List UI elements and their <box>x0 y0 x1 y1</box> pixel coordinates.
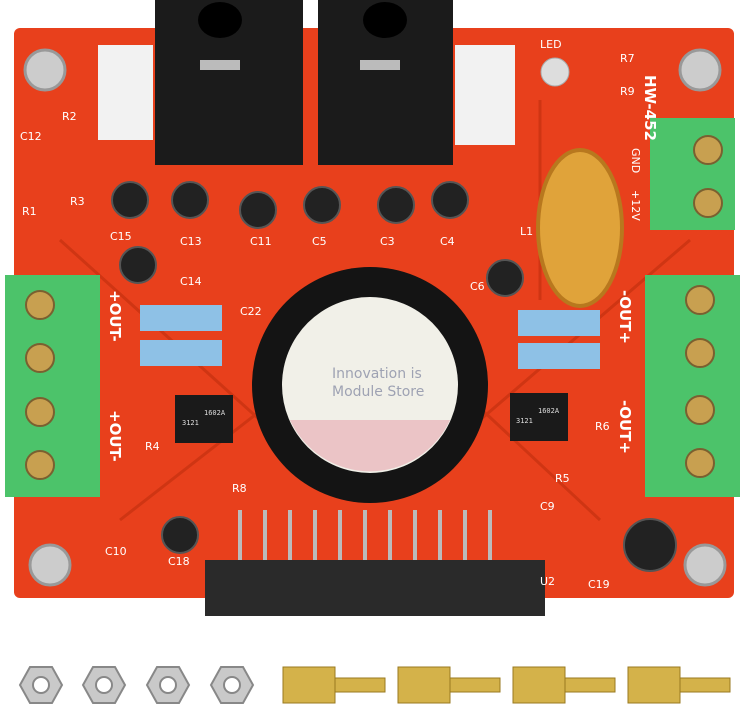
svg-text:L1: L1 <box>520 225 533 238</box>
svg-text:R9: R9 <box>620 85 635 98</box>
electrolytic-capacitors <box>111 181 677 572</box>
ic-label: 1602A <box>204 409 226 417</box>
svg-text:R2: R2 <box>62 110 77 123</box>
ic-label: 1602A <box>538 407 560 415</box>
svg-text:C18: C18 <box>168 555 190 568</box>
led <box>540 57 570 87</box>
svg-text:R4: R4 <box>145 440 160 453</box>
ic-code: 3121 <box>182 419 199 427</box>
svg-text:C10: C10 <box>105 545 127 558</box>
svg-text:C4: C4 <box>440 235 455 248</box>
amplifier-ic <box>205 560 545 616</box>
label-led: LED <box>540 38 562 51</box>
connector <box>455 45 515 145</box>
watermark-line2: Module Store <box>332 384 424 400</box>
svg-text:C19: C19 <box>588 578 610 591</box>
svg-text:C3: C3 <box>380 235 395 248</box>
terminal-screws <box>25 135 723 480</box>
svg-text:C11: C11 <box>250 235 272 248</box>
label-gnd: GND <box>629 148 642 173</box>
watermark-line1: Innovation is <box>332 366 422 382</box>
svg-text:C15: C15 <box>110 230 132 243</box>
label-out-right-bottom: -OUT+ <box>616 400 634 454</box>
svg-text:R1: R1 <box>22 205 37 218</box>
connector <box>98 45 153 140</box>
svg-text:C22: C22 <box>240 305 262 318</box>
svg-text:C14: C14 <box>180 275 202 288</box>
svg-text:R8: R8 <box>232 482 247 495</box>
svg-text:R6: R6 <box>595 420 610 433</box>
film-capacitors <box>140 305 600 369</box>
inductor-l1 <box>536 148 624 308</box>
mounting-holes <box>23 48 727 587</box>
svg-text:C5: C5 <box>312 235 327 248</box>
component-labels: R7 R9 C12 R2 R1 R3 C15 C13 C11 C5 C3 C4 … <box>20 52 635 591</box>
label-out-right-top: -OUT+ <box>616 290 634 344</box>
label-out-left-top: +OUT- <box>106 290 124 342</box>
svg-text:R7: R7 <box>620 52 635 65</box>
label-12v: +12V <box>629 190 642 221</box>
svg-text:C12: C12 <box>20 130 42 143</box>
svg-text:C9: C9 <box>540 500 555 513</box>
ic-left <box>175 395 233 443</box>
ic-code: 3121 <box>516 417 533 425</box>
label-out-left-bottom: +OUT- <box>106 410 124 462</box>
terminal-power <box>650 118 735 230</box>
svg-text:U2: U2 <box>540 575 555 588</box>
svg-text:R3: R3 <box>70 195 85 208</box>
brass-standoffs <box>282 666 731 704</box>
svg-text:R5: R5 <box>555 472 570 485</box>
hex-nuts <box>18 666 255 704</box>
board-model: HW-452 <box>641 75 659 141</box>
svg-text:C6: C6 <box>470 280 485 293</box>
svg-text:C13: C13 <box>180 235 202 248</box>
ic-right <box>510 393 568 441</box>
